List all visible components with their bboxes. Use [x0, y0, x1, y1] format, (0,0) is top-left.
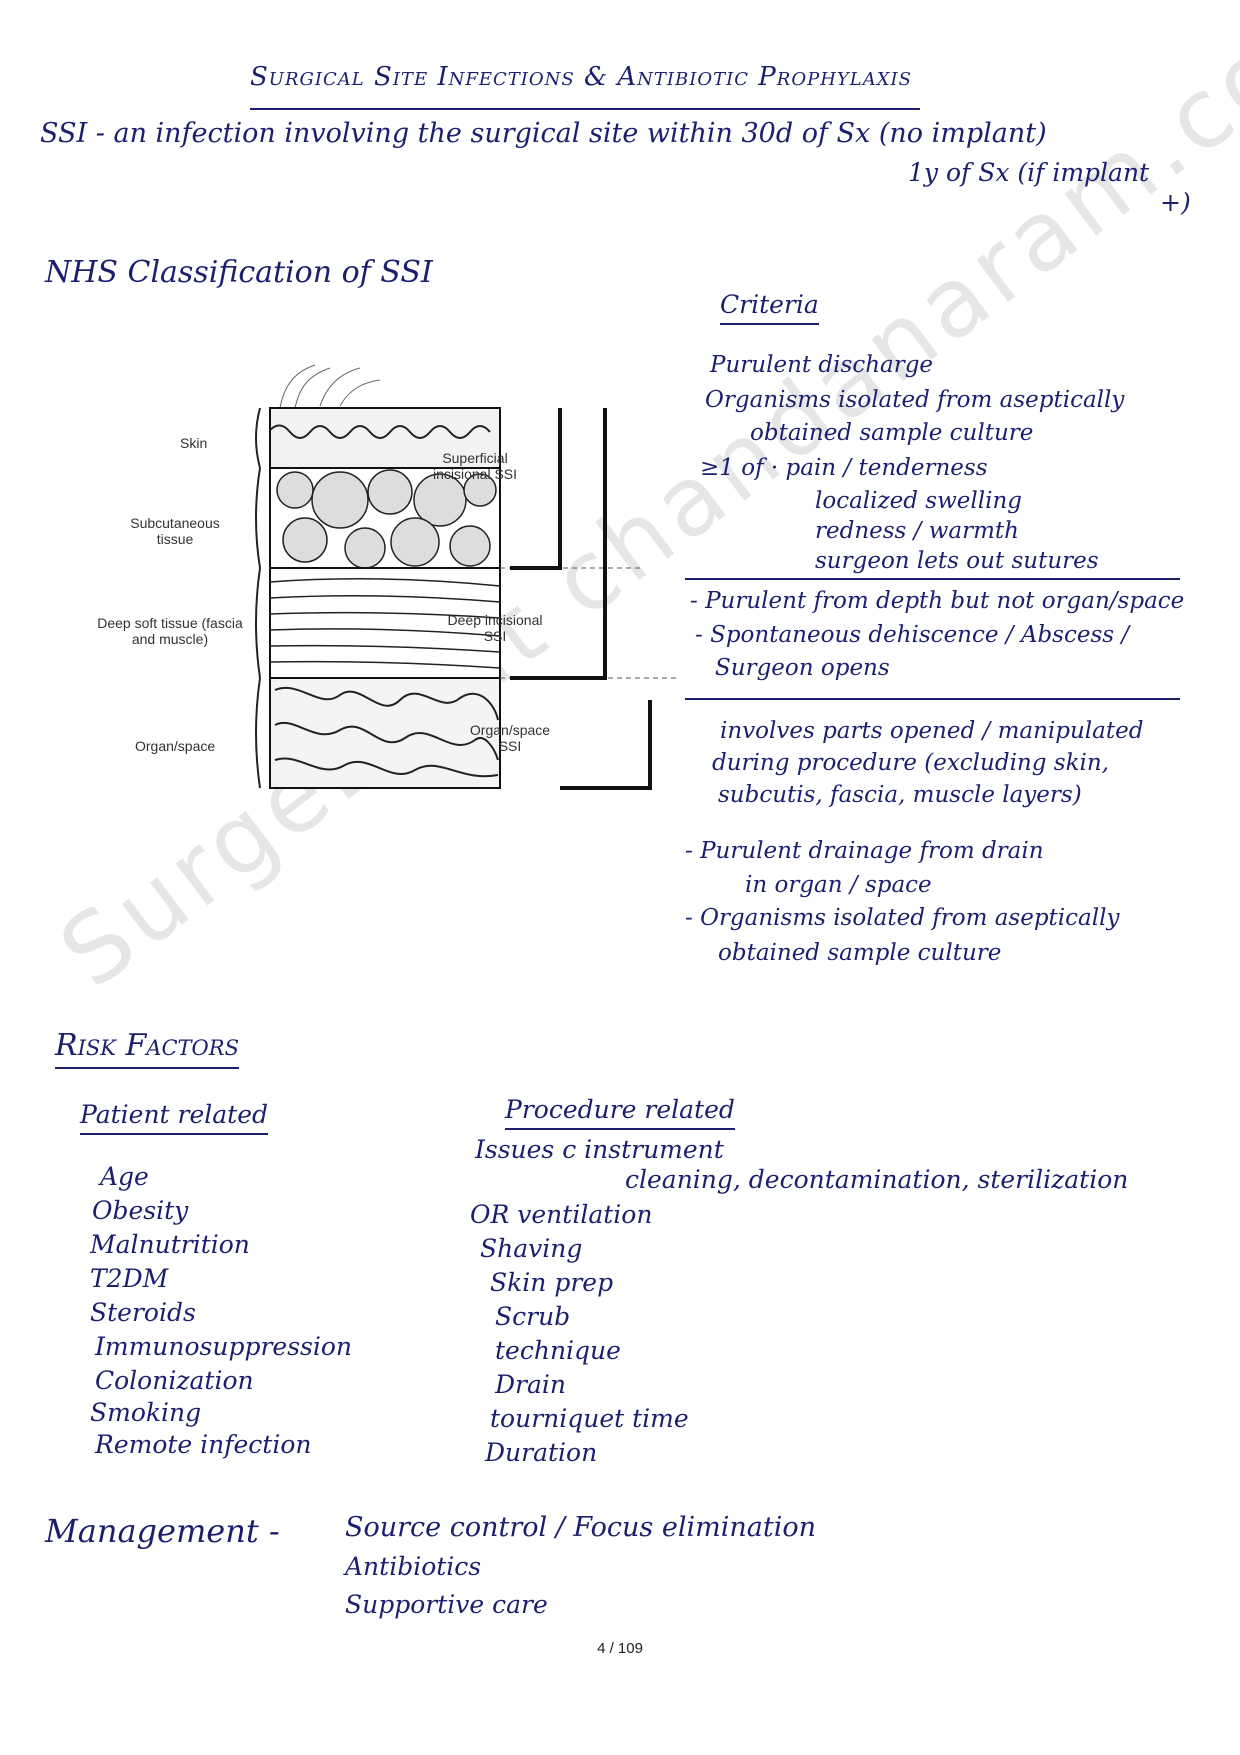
criteria-deep-2: - Spontaneous dehiscence / Abscess / [695, 622, 1130, 648]
criteria-organ-1: involves parts opened / manipulated [720, 718, 1144, 744]
page-number: 4 / 109 [597, 1640, 643, 1657]
patient-risk-item: Steroids [90, 1298, 196, 1327]
procedure-risk-item: tourniquet time [490, 1404, 689, 1433]
criteria-organ-2: during procedure (excluding skin, [712, 750, 1109, 776]
patient-related-heading: Patient related [80, 1100, 269, 1135]
risk-factors-heading: Risk Factors [55, 1028, 239, 1069]
management-label: Management - [45, 1512, 280, 1550]
patient-risk-item: Malnutrition [90, 1230, 250, 1259]
category-label-organ: Organ/space SSI [469, 722, 551, 754]
criteria-organ-4: - Purulent drainage from drain [685, 838, 1044, 864]
patient-risk-item: Obesity [92, 1196, 189, 1225]
criteria-superficial-1: Purulent discharge [710, 352, 934, 378]
definition-line-1: SSI - an infection involving the surgica… [40, 118, 1047, 149]
criteria-deep-1: - Purulent from depth but not organ/spac… [690, 588, 1185, 614]
patient-risk-item: Remote infection [95, 1430, 312, 1459]
criteria-divider-1 [685, 578, 1180, 580]
management-item: Antibiotics [345, 1552, 482, 1581]
procedure-risk-item: Shaving [480, 1234, 583, 1263]
criteria-label: Criteria [720, 290, 819, 325]
procedure-risk-item: Scrub [495, 1302, 571, 1331]
organ-bracket [560, 700, 652, 790]
deep-bracket [510, 408, 607, 680]
procedure-risk-issue: Issues c instrument [475, 1135, 724, 1164]
criteria-organ-7: obtained sample culture [718, 940, 1002, 966]
definition-line-3: +) [1160, 188, 1191, 217]
procedure-risk-item: Drain [495, 1370, 566, 1399]
procedure-risk-item: Duration [485, 1438, 598, 1467]
layer-label-organ: Organ/space [135, 738, 216, 754]
criteria-superficial-2: Organisms isolated from aseptically [705, 387, 1125, 413]
criteria-divider-2 [685, 698, 1180, 700]
criteria-deep-3: Surgeon opens [715, 655, 890, 681]
category-label-superficial: Superficial incisional SSI [432, 450, 518, 482]
criteria-organ-6: - Organisms isolated from aseptically [685, 905, 1120, 931]
management-item: Supportive care [345, 1590, 548, 1619]
layer-label-subcutaneous: Subcutaneous tissue [130, 515, 220, 547]
hair-strands [279, 364, 381, 409]
patient-risk-item: Smoking [90, 1398, 202, 1427]
superficial-bracket [510, 408, 562, 570]
patient-risk-item: Age [100, 1162, 149, 1191]
title-underline [250, 108, 920, 110]
criteria-superficial-5: localized swelling [815, 488, 1022, 514]
patient-risk-item: Colonization [95, 1366, 254, 1395]
procedure-risk-issue-detail: cleaning, decontamination, sterilization [625, 1165, 1129, 1194]
criteria-superficial-3: obtained sample culture [750, 420, 1034, 446]
procedure-risk-item: OR ventilation [470, 1200, 653, 1229]
management-item: Source control / Focus elimination [345, 1512, 816, 1543]
classification-heading: NHS Classification of SSI [45, 255, 433, 290]
criteria-organ-3: subcutis, fascia, muscle layers) [718, 782, 1082, 808]
criteria-organ-5: in organ / space [745, 872, 932, 898]
patient-risk-item: Immunosuppression [95, 1332, 353, 1361]
criteria-superficial-4: ≥1 of · pain / tenderness [700, 455, 988, 481]
page-title: Surgical Site Infections & Antibiotic Pr… [250, 62, 912, 92]
definition-line-2: 1y of Sx (if implant [908, 158, 1150, 187]
procedure-risk-item: technique [495, 1336, 621, 1365]
ssi-layer-diagram [255, 364, 680, 790]
procedure-risk-item: Skin prep [490, 1268, 614, 1297]
criteria-superficial-7: surgeon lets out sutures [815, 548, 1099, 574]
patient-risk-item: T2DM [90, 1264, 169, 1293]
layer-label-deep: Deep soft tissue (fascia and muscle) [97, 615, 243, 647]
criteria-superficial-6: redness / warmth [815, 518, 1019, 544]
procedure-related-heading: Procedure related [505, 1095, 735, 1130]
layer-label-skin: Skin [180, 435, 208, 451]
category-label-deep: Deep incisional SSI [447, 612, 543, 644]
